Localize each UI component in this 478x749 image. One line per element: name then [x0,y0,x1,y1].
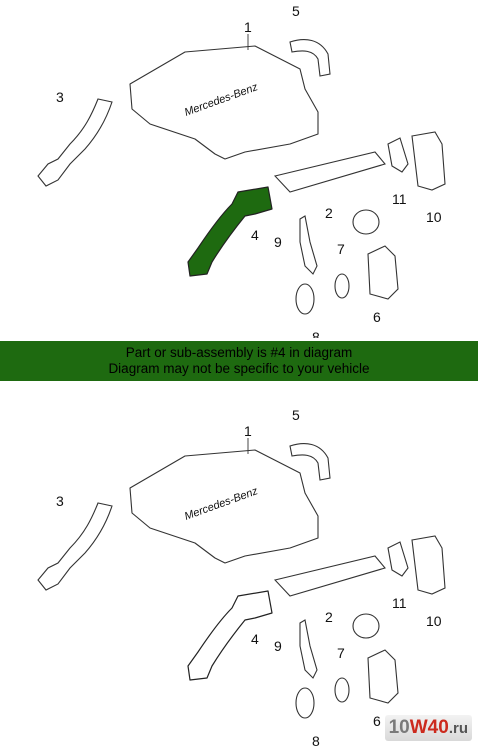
watermark-part-b: W40 [409,717,449,738]
callout-9: 9 [274,638,282,654]
callout-6: 6 [373,713,381,729]
callout-10: 10 [426,613,442,629]
air-flow-meter [295,687,315,719]
callout-11: 11 [392,191,407,207]
callout-4: 4 [251,227,259,243]
throttle-body [367,245,399,300]
o-ring [334,273,350,299]
diagram-highlighted-svg: Mercedes-Benz [37,3,446,338]
seal-ring [352,209,380,235]
watermark-part-a: 10 [388,717,410,738]
callout-3: 3 [56,493,64,509]
seal-ring [352,613,380,639]
gasket [299,215,318,275]
callout-7: 7 [337,645,345,661]
site-watermark: 10 W40 .ru [384,715,472,741]
throttle-body [367,649,399,704]
callout-8: 8 [312,733,320,749]
watermark-part-c: .ru [448,719,468,737]
maf-housing [411,535,446,595]
air-filter [273,555,386,597]
part-notice-banner: Part or sub-assembly is #4 in diagram Di… [0,341,478,381]
callout-10: 10 [426,209,442,225]
intake-pipe [187,186,273,277]
callout-3: 3 [56,89,64,105]
air-filter [273,151,386,193]
callout-5: 5 [292,3,300,19]
hose [289,443,331,481]
callout-8: 8 [312,329,320,338]
intake-pipe [187,590,273,681]
callout-6: 6 [373,309,381,325]
callout-11: 11 [392,595,407,611]
flange-gasket [387,137,409,173]
banner-line-1: Part or sub-assembly is #4 in diagram [125,345,353,360]
callout-2: 2 [325,609,333,625]
callout-2: 2 [325,205,333,221]
air-cleaner-housing [129,45,319,160]
callout-7: 7 [337,241,345,257]
callout-1: 1 [244,19,252,35]
callout-1: 1 [244,423,252,439]
banner-line-2: Diagram may not be specific to your vehi… [108,361,370,376]
callout-5: 5 [292,407,300,423]
parts-diagram-highlighted: Mercedes-Benz [0,0,478,338]
maf-housing [411,131,446,191]
diagram-svg: Mercedes-Benz [37,407,446,749]
callout-4: 4 [251,631,259,647]
o-ring [334,677,350,703]
parts-diagram: Mercedes-Benz [0,388,478,749]
intake-duct [37,502,113,591]
flange-gasket [387,541,409,577]
gasket [299,619,318,679]
brand-script: Mercedes-Benz [183,81,260,119]
hose [289,39,331,77]
air-cleaner-housing [129,449,319,564]
callout-9: 9 [274,234,282,250]
intake-duct [37,98,113,187]
brand-script: Mercedes-Benz [183,485,260,523]
air-flow-meter [295,283,315,315]
